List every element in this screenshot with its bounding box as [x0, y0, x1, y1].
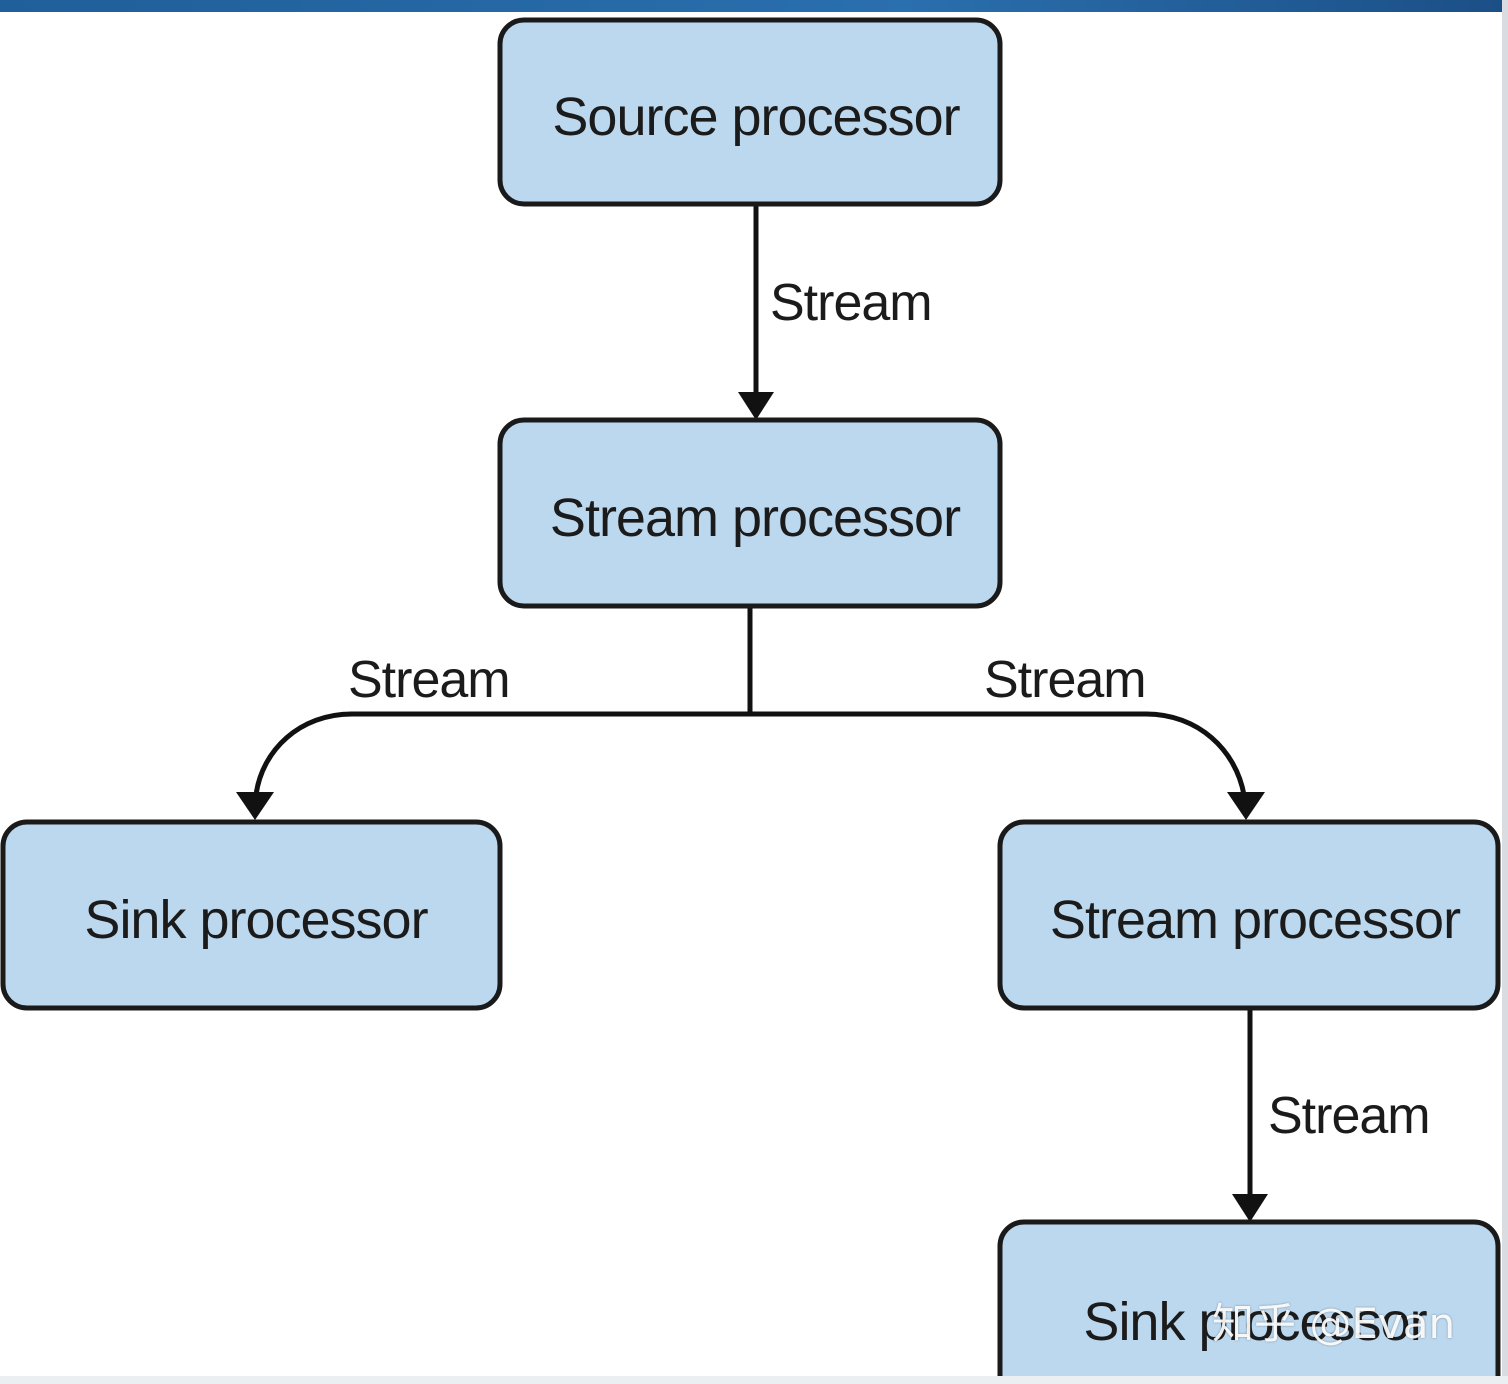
zhihu-watermark: 知乎 @Evan: [1212, 1299, 1456, 1348]
edge-label-stream1-to-sink1: Stream: [348, 651, 510, 709]
edge-label-stream2-to-sink2: Stream: [1268, 1087, 1430, 1145]
window-bottom-edge: [0, 1376, 1508, 1384]
edge-stream1-to-sink1: [236, 711, 353, 820]
edge-label-source-to-stream1: Stream: [770, 274, 932, 332]
edge-stream1-trunk: [350, 606, 1148, 717]
edge-label-stream1-to-stream2: Stream: [984, 651, 1146, 709]
node-sink-processor-1: Sink processor: [0, 819, 503, 1011]
window-top-bar: [0, 0, 1508, 12]
node-sink2-label: Sink processor: [1083, 1292, 1427, 1352]
node-source-label: Source processor: [552, 87, 960, 147]
node-sink-processor-2: Sink processor: [997, 1219, 1501, 1384]
edge-stream1-to-stream2: [1145, 711, 1265, 820]
node-stream2-label: Stream processor: [1050, 890, 1461, 950]
node-source-processor: Source processor: [497, 17, 1003, 207]
edge-source-to-stream1: [738, 204, 774, 420]
node-sink1-label: Sink processor: [84, 890, 428, 950]
node-stream-processor-2: Stream processor: [997, 819, 1501, 1011]
node-stream1-label: Stream processor: [550, 488, 961, 548]
window-right-edge: [1502, 0, 1508, 1384]
edge-stream2-to-sink2: [1232, 1008, 1268, 1222]
node-stream-processor-1: Stream processor: [497, 417, 1003, 609]
